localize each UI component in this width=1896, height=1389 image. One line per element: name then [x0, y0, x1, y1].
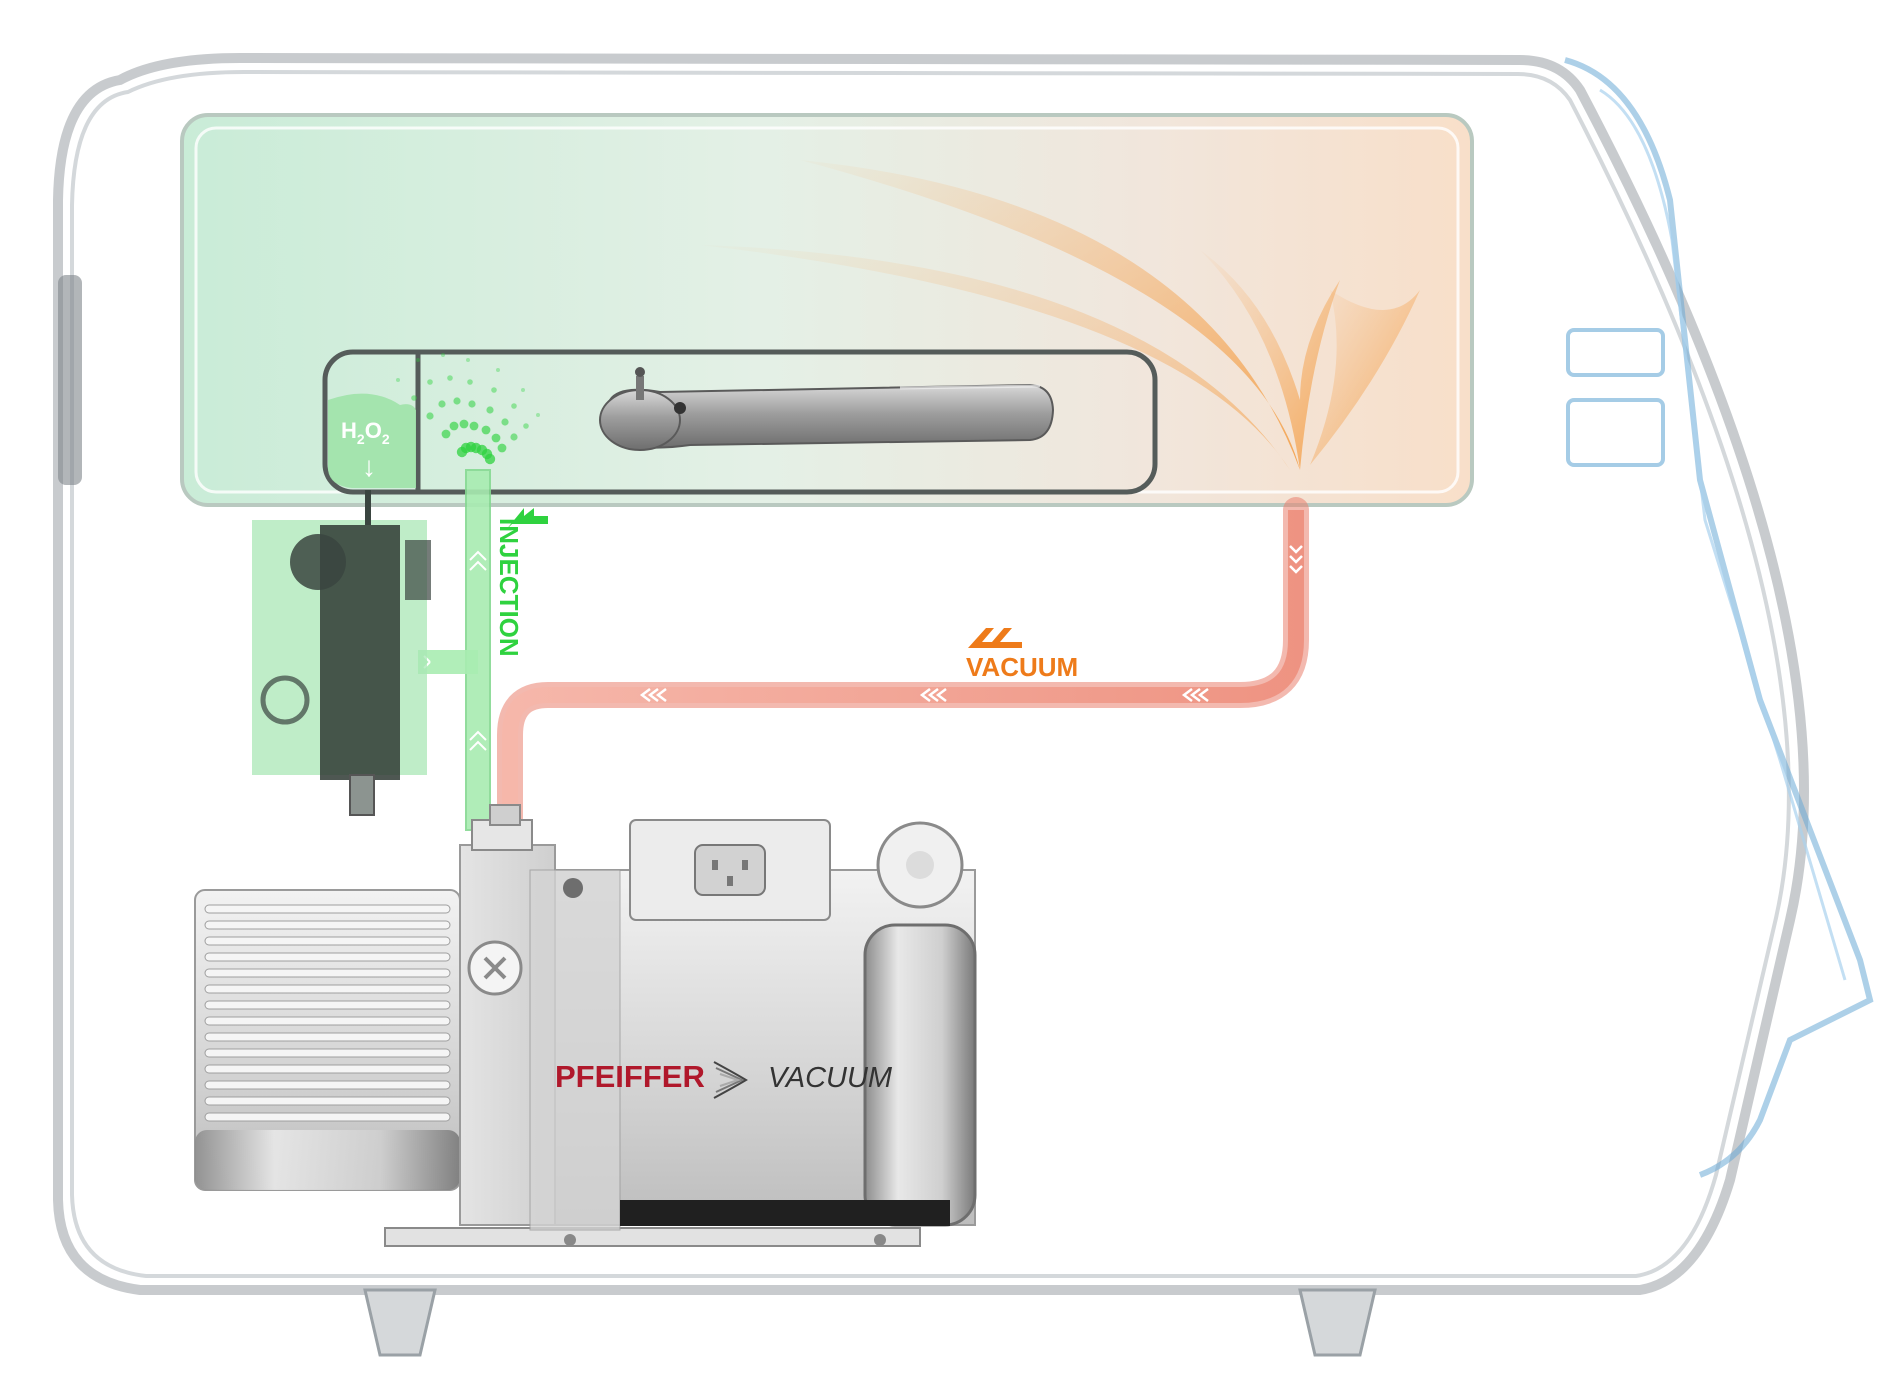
spray-dot	[411, 395, 417, 401]
pump-branding: PFEIFFER VACUUM	[555, 1059, 893, 1099]
spray-dot	[438, 400, 446, 408]
spray-dot	[449, 421, 459, 431]
cooling-fin	[204, 1032, 451, 1042]
foot-right	[1298, 1288, 1377, 1357]
cooling-fin	[204, 984, 451, 994]
brand-suffix: VACUUM	[768, 1062, 893, 1094]
injection-label-group: INJECTION	[494, 508, 548, 657]
brand-swoosh-icon	[713, 1061, 748, 1099]
cooling-fin	[204, 1096, 451, 1106]
spray-dot	[523, 423, 529, 429]
spray-dot	[468, 400, 476, 408]
injection-label: INJECTION	[494, 518, 524, 657]
spray-dot	[447, 375, 453, 381]
cooling-fin	[204, 1112, 451, 1122]
h2o2-formula: H2O2	[341, 418, 390, 447]
spray-dot	[484, 453, 496, 465]
spray-dot	[486, 406, 494, 414]
spray-mist	[396, 353, 540, 465]
airflow-swooshes	[700, 160, 1420, 470]
spray-dot	[481, 425, 491, 435]
spray-dot	[441, 353, 445, 357]
foot-left	[363, 1288, 437, 1357]
injection-arrow-icon	[506, 508, 548, 530]
cooling-fin	[204, 936, 451, 946]
spray-dot	[467, 379, 473, 385]
sterilization-chamber: H2O2 ↓	[180, 113, 1474, 507]
spray-dot	[510, 433, 518, 441]
spray-dot	[496, 368, 500, 372]
spray-dot	[466, 358, 470, 362]
vacuum-pump: PFEIFFER VACUUM	[194, 804, 977, 1247]
vacuum-line	[497, 497, 1309, 833]
spray-dot	[426, 412, 434, 420]
cooling-fin	[204, 968, 451, 978]
spray-dot	[427, 379, 433, 385]
spray-dot	[491, 387, 497, 393]
housing-shell	[53, 52, 1874, 1357]
cooling-fin	[204, 1048, 451, 1058]
cooling-fin	[204, 952, 451, 962]
spray-dot	[453, 397, 461, 405]
cooling-fin	[204, 1016, 451, 1026]
cooling-fin	[204, 1080, 451, 1090]
injection-module	[252, 490, 431, 816]
cooling-fin	[204, 904, 451, 914]
cooling-fin	[204, 1000, 451, 1010]
spray-dot	[491, 433, 501, 443]
spray-dot	[536, 413, 540, 417]
spray-dot	[459, 419, 469, 429]
instrument-tray	[322, 349, 1158, 495]
vacuum-arrow-icon	[968, 628, 1022, 648]
cooling-fin	[204, 1064, 451, 1074]
spray-dot	[501, 418, 509, 426]
door-panel	[1564, 57, 1874, 1178]
vacuum-label-group: VACUUM	[966, 628, 1078, 682]
brand-name: PFEIFFER	[555, 1059, 705, 1094]
side-handle	[58, 275, 82, 485]
injection-line	[418, 469, 491, 831]
vacuum-label: VACUUM	[966, 652, 1078, 682]
spray-dot	[416, 358, 420, 362]
down-arrow-icon: ↓	[362, 451, 376, 482]
spray-dot	[521, 388, 525, 392]
spray-dot	[497, 443, 507, 453]
spray-dot	[396, 378, 400, 382]
dental-handpiece	[599, 367, 1055, 451]
power-socket	[694, 844, 766, 896]
spray-dot	[469, 421, 479, 431]
spray-dot	[511, 403, 517, 409]
spray-dot	[441, 429, 451, 439]
h2o2-reservoir: H2O2 ↓	[328, 393, 416, 488]
cooling-fin	[204, 920, 451, 930]
